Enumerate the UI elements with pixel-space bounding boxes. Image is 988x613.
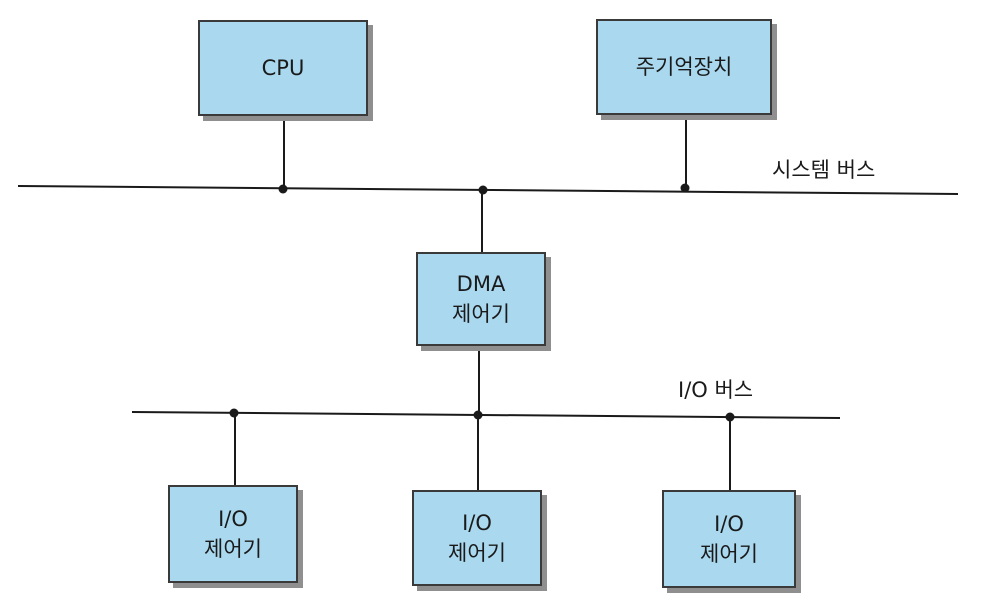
io2-label-line2: 제어기 [448,541,506,565]
dma-label-line1: DMA [456,272,506,296]
io-controller-block-3: I/O 제어기 [662,490,796,588]
junction-dot [680,183,690,193]
io3-label-line1: I/O [714,512,744,536]
io-bus-label: I/O 버스 [678,378,754,402]
io2-label-line1: I/O [462,511,492,535]
system-bus-label: 시스템 버스 [772,158,876,182]
junction-dot [229,408,239,418]
junction-dot [473,410,483,420]
system-bus-line [17,185,959,195]
junction-dot [478,185,488,195]
main-memory-label: 주기억장치 [635,55,733,79]
junction-dot [278,184,288,194]
io-controller-block-1: I/O 제어기 [168,485,298,583]
cpu-label: CPU [261,56,305,80]
io-controller-block-2: I/O 제어기 [412,490,542,586]
io-bus-line [131,411,841,419]
io3-label-line2: 제어기 [700,542,758,566]
dma-label-line2: 제어기 [452,302,510,326]
main-memory-block: 주기억장치 [596,19,772,115]
junction-dot [725,412,735,422]
io1-label-line1: I/O [218,507,248,531]
io1-label-line2: 제어기 [204,537,262,561]
cpu-block: CPU [198,20,368,116]
dma-controller-block: DMA 제어기 [416,252,546,346]
